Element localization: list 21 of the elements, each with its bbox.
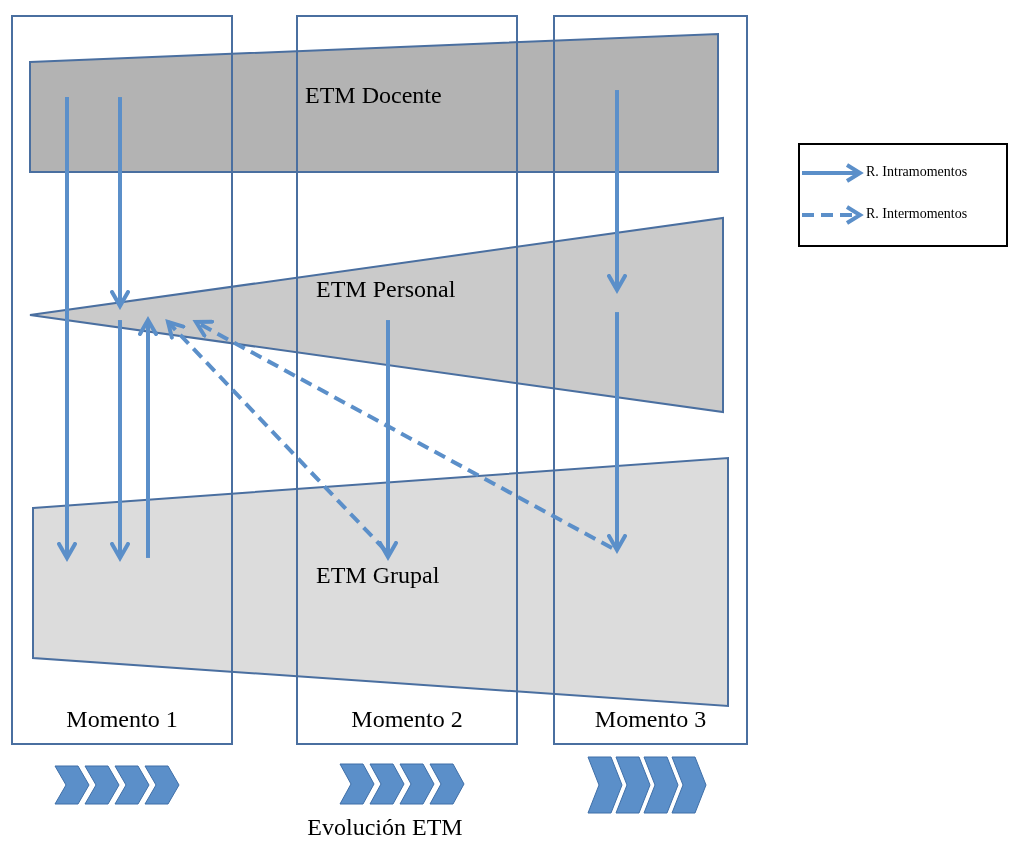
legend-label: R. Intramomentos: [866, 164, 968, 180]
dashed-arrow: [166, 320, 387, 552]
arrow: [110, 320, 130, 560]
trapezoid-band: [30, 34, 718, 172]
arrow: [57, 97, 77, 560]
axis-caption: Evolución ETM: [306, 814, 464, 841]
band-label: ETM Personal: [316, 276, 456, 303]
arrow: [607, 90, 627, 292]
column-label: Momento 3: [593, 706, 708, 733]
arrow: [378, 320, 398, 559]
trapezoid-band: [33, 458, 728, 706]
column-label: Momento 1: [65, 706, 179, 733]
trapezoid-band: [30, 218, 723, 412]
arrow: [110, 97, 130, 309]
column-label: Momento 2: [350, 706, 464, 733]
band-label: ETM Grupal: [316, 562, 440, 589]
arrow: [607, 312, 627, 552]
band-label: ETM Docente: [305, 82, 442, 109]
dashed-arrow: [194, 319, 613, 550]
legend-label: R. Intermomentos: [866, 206, 968, 222]
arrow: [138, 318, 158, 558]
